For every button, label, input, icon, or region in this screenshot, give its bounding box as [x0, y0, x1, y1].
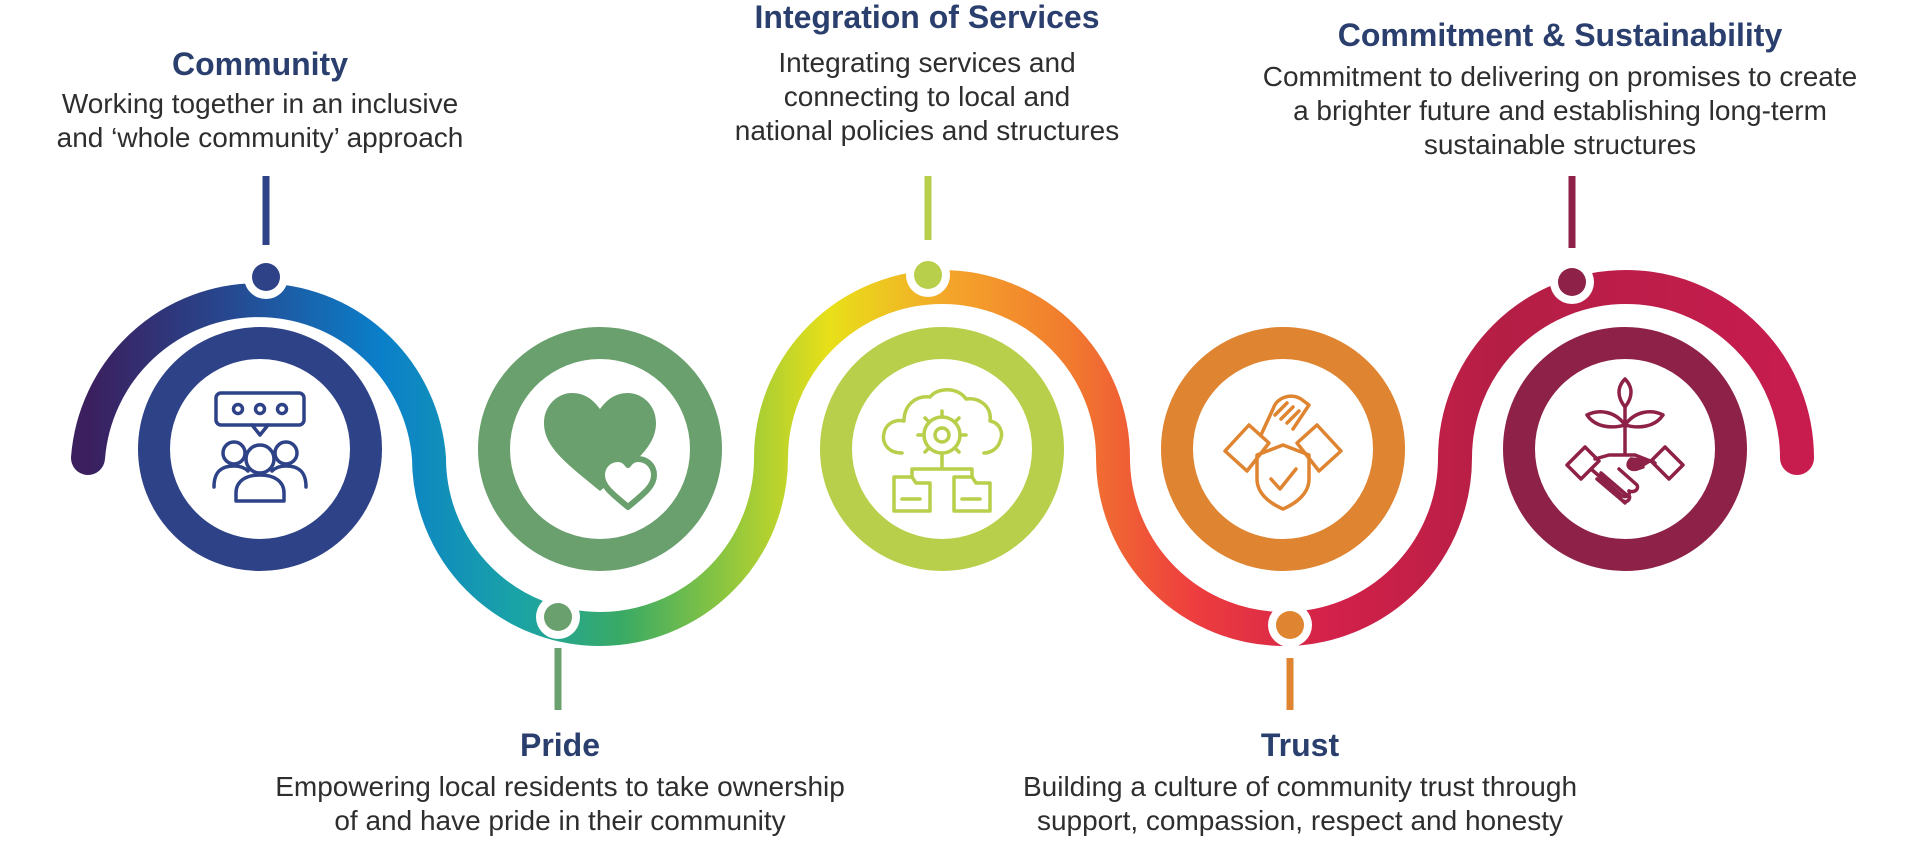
step-trust-description: Building a culture of community trust th… — [1022, 771, 1578, 836]
ring-community — [138, 327, 382, 571]
handshake-shield-icon — [1223, 394, 1343, 511]
step-commitment-title: Commitment & Sustainability — [1337, 17, 1783, 53]
step-integration-title: Integration of Services — [754, 0, 1100, 35]
node-dot-pride-core — [544, 603, 572, 631]
node-dot-commitment-core — [1558, 268, 1586, 296]
step-commitment-description: Commitment to delivering on promises to … — [1262, 61, 1858, 160]
hearts-icon — [544, 393, 657, 510]
step-integration: Integration of Services Integrating serv… — [662, 0, 1192, 148]
ring-integration — [820, 327, 1064, 571]
cloud-gear-folders-icon — [881, 388, 1004, 513]
step-trust-title: Trust — [1260, 727, 1340, 763]
step-pride-description: Empowering local residents to take owner… — [275, 771, 845, 836]
node-dot-community-core — [252, 263, 280, 291]
handshake-sprout-icon — [1565, 377, 1685, 505]
step-trust: Trust Building a culture of community tr… — [940, 726, 1660, 838]
ring-trust — [1161, 327, 1405, 571]
step-community-description: Working together in an inclusive and ‘wh… — [56, 88, 464, 153]
node-dot-integration-core — [914, 261, 942, 289]
step-pride-title: Pride — [519, 727, 601, 763]
step-community: Community Working together in an inclusi… — [0, 45, 520, 155]
wave-ribbon — [71, 270, 1814, 646]
step-integration-description: Integrating services and connecting to l… — [734, 47, 1120, 146]
step-community-title: Community — [172, 46, 348, 82]
step-commitment: Commitment & Sustainability Commitment t… — [1200, 16, 1920, 162]
community-chat-people-icon — [212, 391, 308, 503]
step-pride: Pride Empowering local residents to take… — [200, 726, 920, 838]
node-dot-trust-core — [1276, 611, 1304, 639]
